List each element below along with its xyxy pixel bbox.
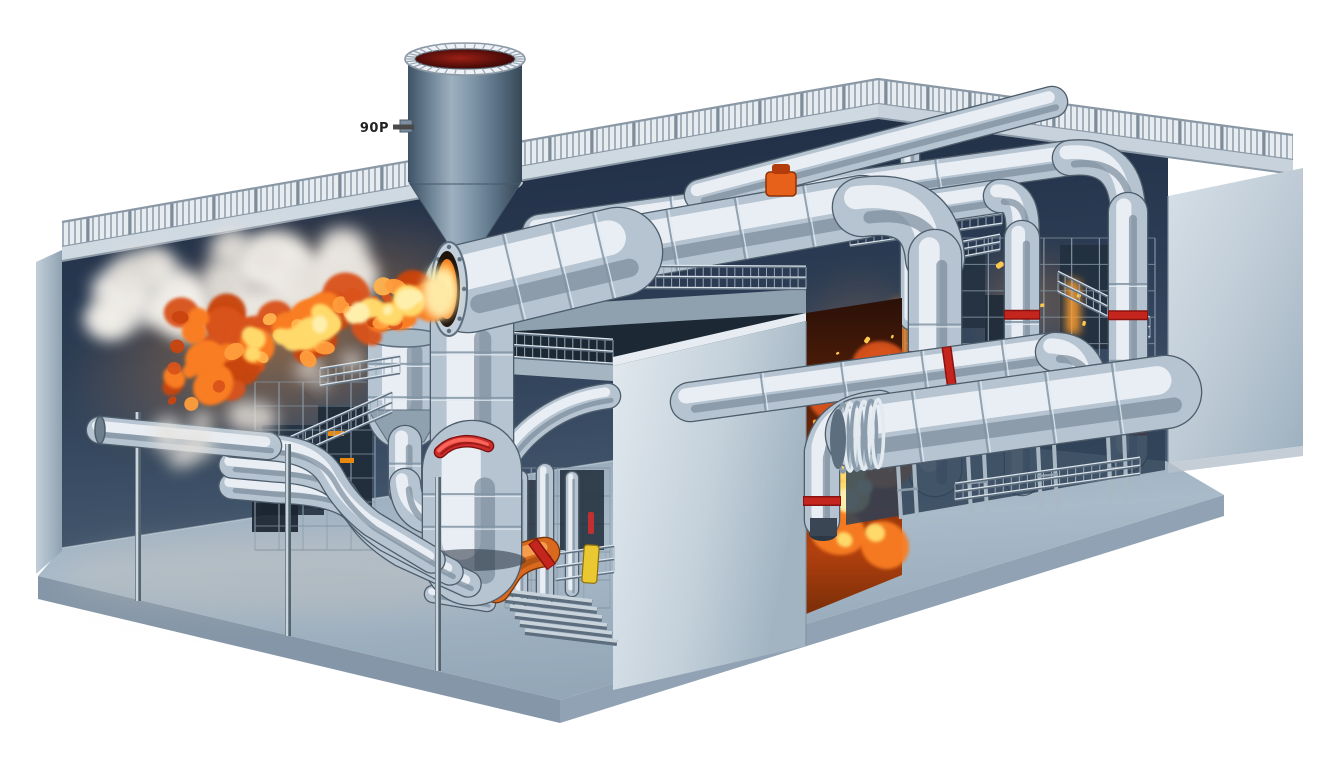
- hopper-callout: 90P: [360, 121, 414, 136]
- center-wall-block: [613, 313, 807, 690]
- front-pipe-run: [669, 331, 1203, 541]
- catwalk-railings: [954, 456, 1141, 502]
- flame-jet: [84, 228, 458, 469]
- process-vessels: [261, 281, 526, 607]
- feed-hopper: [399, 42, 526, 255]
- left-wall: [36, 250, 62, 574]
- right-wall: [1167, 168, 1303, 473]
- hopper-label: 90P: [360, 121, 389, 136]
